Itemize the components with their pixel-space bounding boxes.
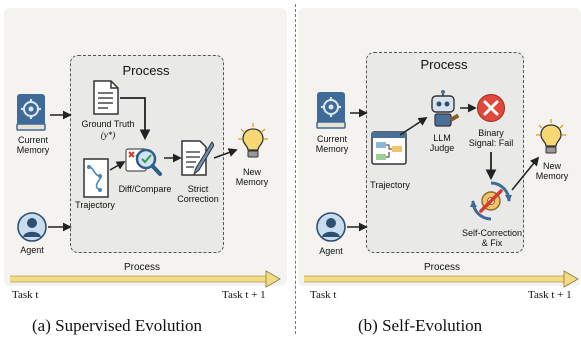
robot-judge-icon [431, 90, 460, 127]
strict-label: Strict [187, 184, 209, 194]
timeline-left [10, 270, 281, 288]
arrow-correction-to-memory [213, 148, 238, 159]
document-pen-icon [181, 140, 214, 176]
task-end-right: Task t + 1 [528, 289, 572, 301]
caption-right: (b) Self-Evolution [358, 316, 483, 335]
self-correction-cycle-icon [470, 181, 512, 221]
timeline-right [304, 270, 579, 288]
agent-avatar-icon [316, 212, 346, 242]
timeline-label-left: Process [123, 262, 161, 273]
current-memory-label-right: Current Memory [315, 134, 349, 154]
process-title-left: Process [122, 63, 170, 78]
judge-label: Judge [429, 143, 455, 153]
task-end-left: Task t + 1 [222, 289, 266, 301]
ground-truth-label: Ground Truth [81, 119, 135, 129]
lightbulb-icon [238, 123, 268, 158]
current-memory-label-left: Current Memory [16, 135, 50, 155]
book-icon [16, 94, 46, 131]
arrow-trajectory-to-compare [109, 161, 126, 171]
task-start-right: Task t [310, 289, 337, 301]
new-memory-label-right: New Memory [535, 161, 569, 181]
self-correction-label: Self-Correction [461, 228, 523, 238]
document-icon [93, 80, 119, 115]
ground-truth-symbol: (y*) [100, 130, 116, 140]
trajectory-screen-icon [371, 131, 407, 165]
agent-label-right: Agent [319, 246, 343, 256]
arrow-correction-to-memory-r [511, 156, 540, 191]
magnifier-compare-icon [125, 148, 162, 176]
arrow-trajectory-to-judge [399, 117, 428, 136]
correction-label: Correction [177, 194, 219, 204]
llm-label: LLM [433, 133, 451, 143]
timeline-label-right: Process [423, 262, 461, 273]
fail-x-icon [477, 94, 505, 122]
fix-label: & Fix [481, 238, 503, 248]
caption-left: (a) Supervised Evolution [32, 316, 202, 335]
task-start-left: Task t [12, 289, 39, 301]
process-title-right: Process [420, 57, 468, 72]
diff-compare-label: Diff/Compare [118, 184, 172, 194]
book-icon [316, 92, 346, 129]
new-memory-label-left: New Memory [235, 167, 269, 187]
arrow-groundtruth-to-compare [120, 97, 151, 141]
signal-fail-label: Signal: Fail [468, 138, 514, 148]
binary-label: Binary [478, 128, 504, 138]
trajectory-label-right: Trajectory [370, 180, 410, 190]
trajectory-icon [83, 158, 109, 198]
agent-avatar-icon [17, 212, 47, 242]
lightbulb-icon [536, 119, 566, 154]
agent-label-left: Agent [20, 245, 44, 255]
trajectory-label-left: Trajectory [75, 200, 115, 210]
panel-divider [295, 4, 296, 334]
